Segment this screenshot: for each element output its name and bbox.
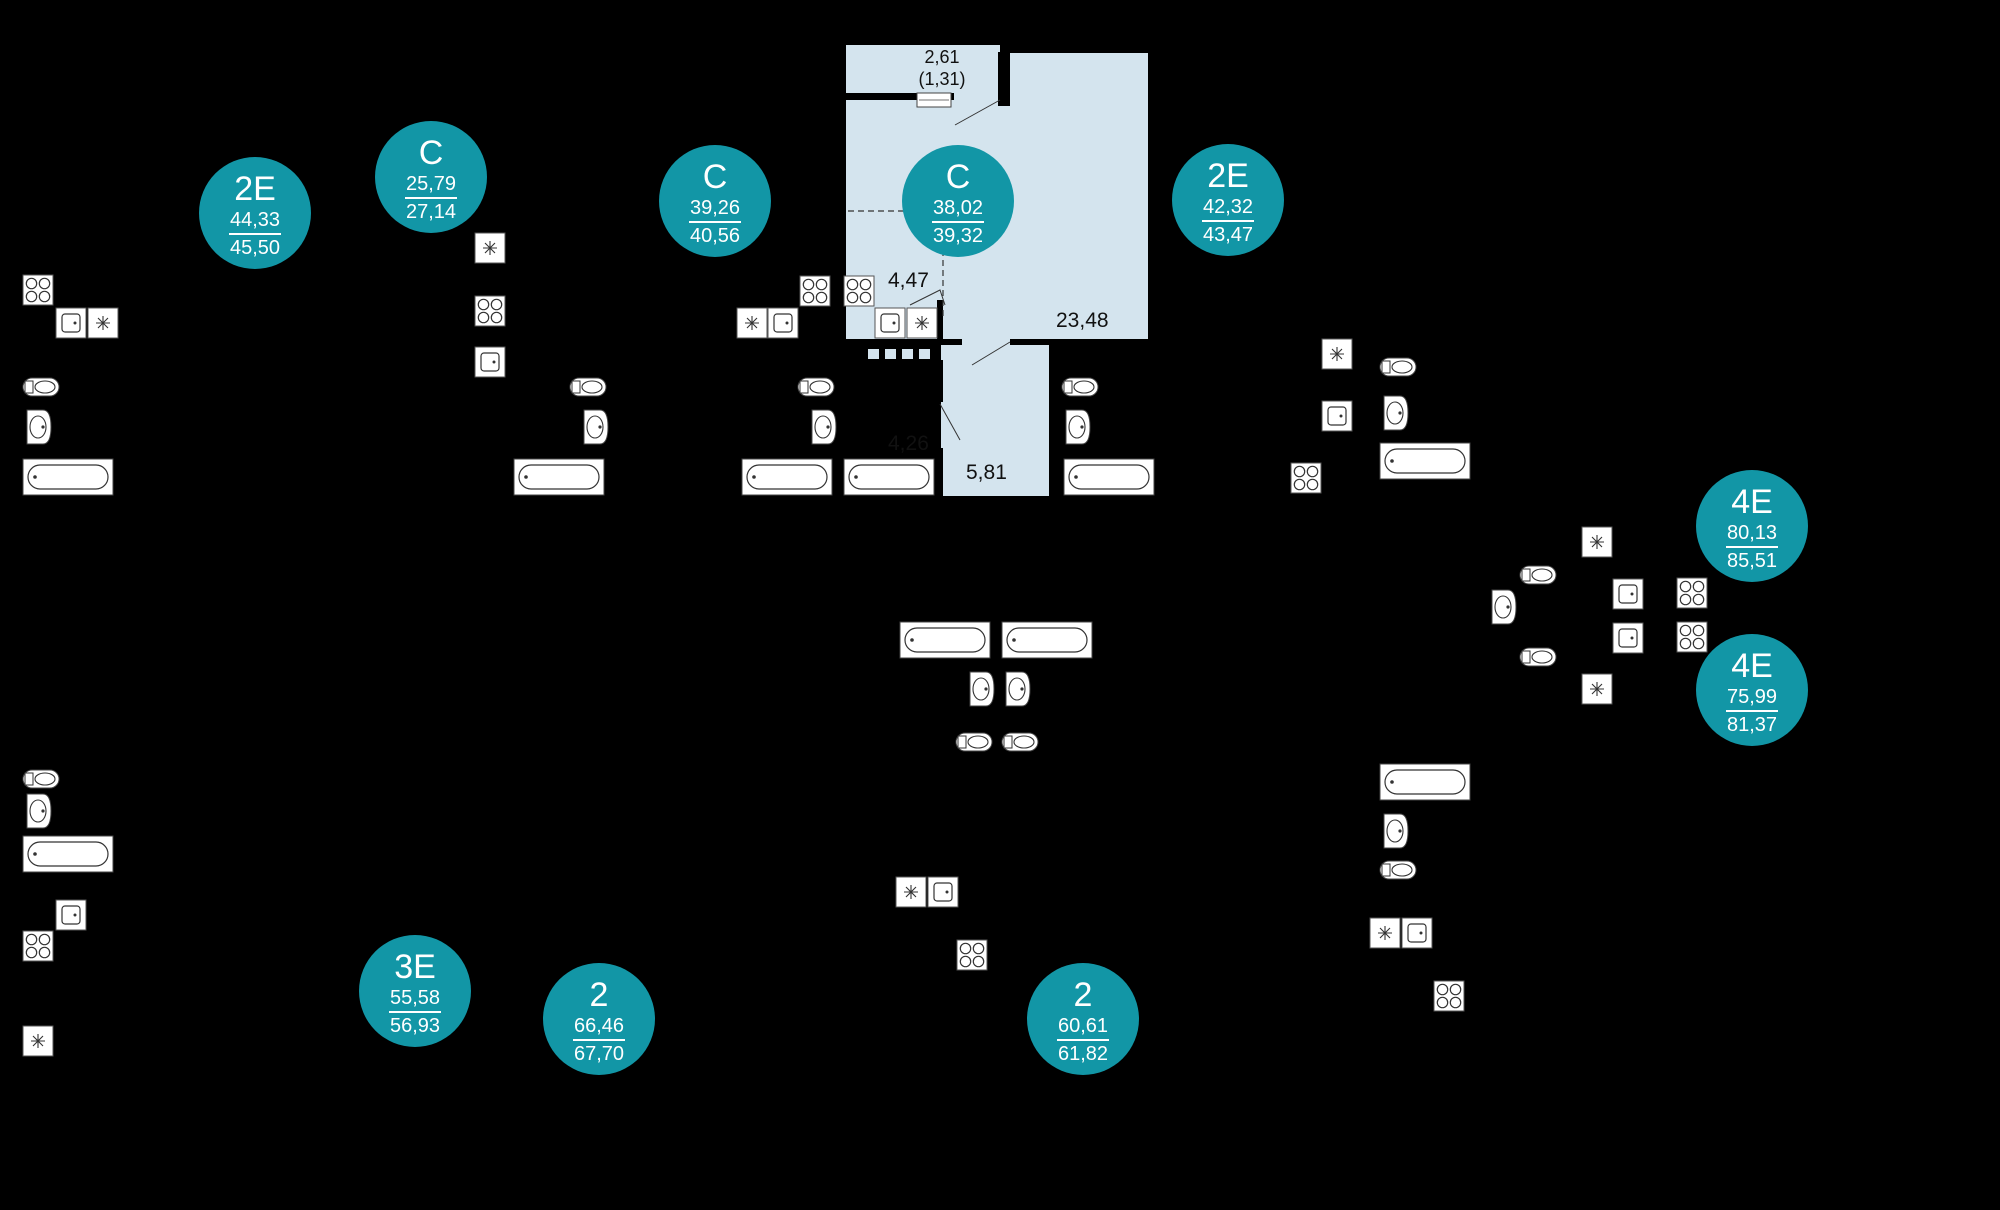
apartment-type: С (418, 134, 444, 172)
balcony-area-reduced: (1,31) (918, 69, 966, 89)
living-area: 66,46 (573, 1015, 625, 1037)
total-area: 27,14 (405, 201, 457, 223)
area-divider (1057, 1039, 1109, 1041)
apartment-badge-selected[interactable]: С 38,02 39,32 (902, 145, 1014, 257)
living-area: 60,61 (1057, 1015, 1109, 1037)
area-divider (1202, 220, 1254, 222)
balcony-area-label: 2,61 (1,31) (914, 46, 970, 90)
hallway-area: 5,81 (966, 461, 1007, 484)
area-divider (1726, 546, 1778, 548)
apartment-type: 2Е (234, 170, 276, 208)
living-area: 44,33 (229, 209, 281, 231)
area-divider (689, 221, 741, 223)
total-area: 56,93 (389, 1015, 441, 1037)
apartment-badge[interactable]: 2Е 42,32 43,47 (1172, 144, 1284, 256)
apartment-type: 3Е (394, 948, 436, 986)
area-divider (389, 1011, 441, 1013)
living-area: 25,79 (405, 173, 457, 195)
area-divider (573, 1039, 625, 1041)
apartment-badge[interactable]: 2Е 44,33 45,50 (199, 157, 311, 269)
apartment-badge[interactable]: 2 60,61 61,82 (1027, 963, 1139, 1075)
total-area: 67,70 (573, 1043, 625, 1065)
total-area: 45,50 (229, 237, 281, 259)
total-area: 39,32 (932, 225, 984, 247)
main-room-area: 23,48 (1056, 309, 1109, 332)
total-area: 85,51 (1726, 550, 1778, 572)
bathtubs (22, 442, 1471, 873)
living-area: 38,02 (932, 197, 984, 219)
total-area: 40,56 (689, 225, 741, 247)
apartment-type: 4Е (1731, 647, 1773, 685)
living-area: 80,13 (1726, 522, 1778, 544)
apartment-type: 4Е (1731, 483, 1773, 521)
hatch-icon (862, 345, 934, 363)
area-divider (932, 221, 984, 223)
apartment-type: 2Е (1207, 157, 1249, 195)
apartment-badge[interactable]: С 39,26 40,56 (659, 145, 771, 257)
living-area: 75,99 (1726, 686, 1778, 708)
total-area: 61,82 (1057, 1043, 1109, 1065)
area-divider (405, 197, 457, 199)
balcony-area: 2,61 (924, 47, 960, 67)
apartment-badge[interactable]: 3Е 55,58 56,93 (359, 935, 471, 1047)
toilets (22, 357, 1557, 880)
kitchen-area: 4,47 (888, 269, 929, 292)
stoves (22, 274, 1708, 1012)
apartment-badge[interactable]: 4Е 75,99 81,37 (1696, 634, 1808, 746)
apartment-type: С (702, 158, 728, 196)
area-divider (1726, 710, 1778, 712)
apartment-type: 2 (589, 976, 609, 1014)
apartment-badge[interactable]: 4Е 80,13 85,51 (1696, 470, 1808, 582)
area-divider (229, 233, 281, 235)
apartment-type: С (945, 158, 971, 196)
living-area: 42,32 (1202, 196, 1254, 218)
fans (22, 232, 1613, 1057)
total-area: 43,47 (1202, 224, 1254, 246)
living-area: 55,58 (389, 987, 441, 1009)
bathroom-area: 4,26 (888, 432, 929, 455)
total-area: 81,37 (1726, 714, 1778, 736)
apartment-type: 2 (1073, 976, 1093, 1014)
apartment-badge[interactable]: С 25,79 27,14 (375, 121, 487, 233)
living-area: 39,26 (689, 197, 741, 219)
apartment-badge[interactable]: 2 66,46 67,70 (543, 963, 655, 1075)
